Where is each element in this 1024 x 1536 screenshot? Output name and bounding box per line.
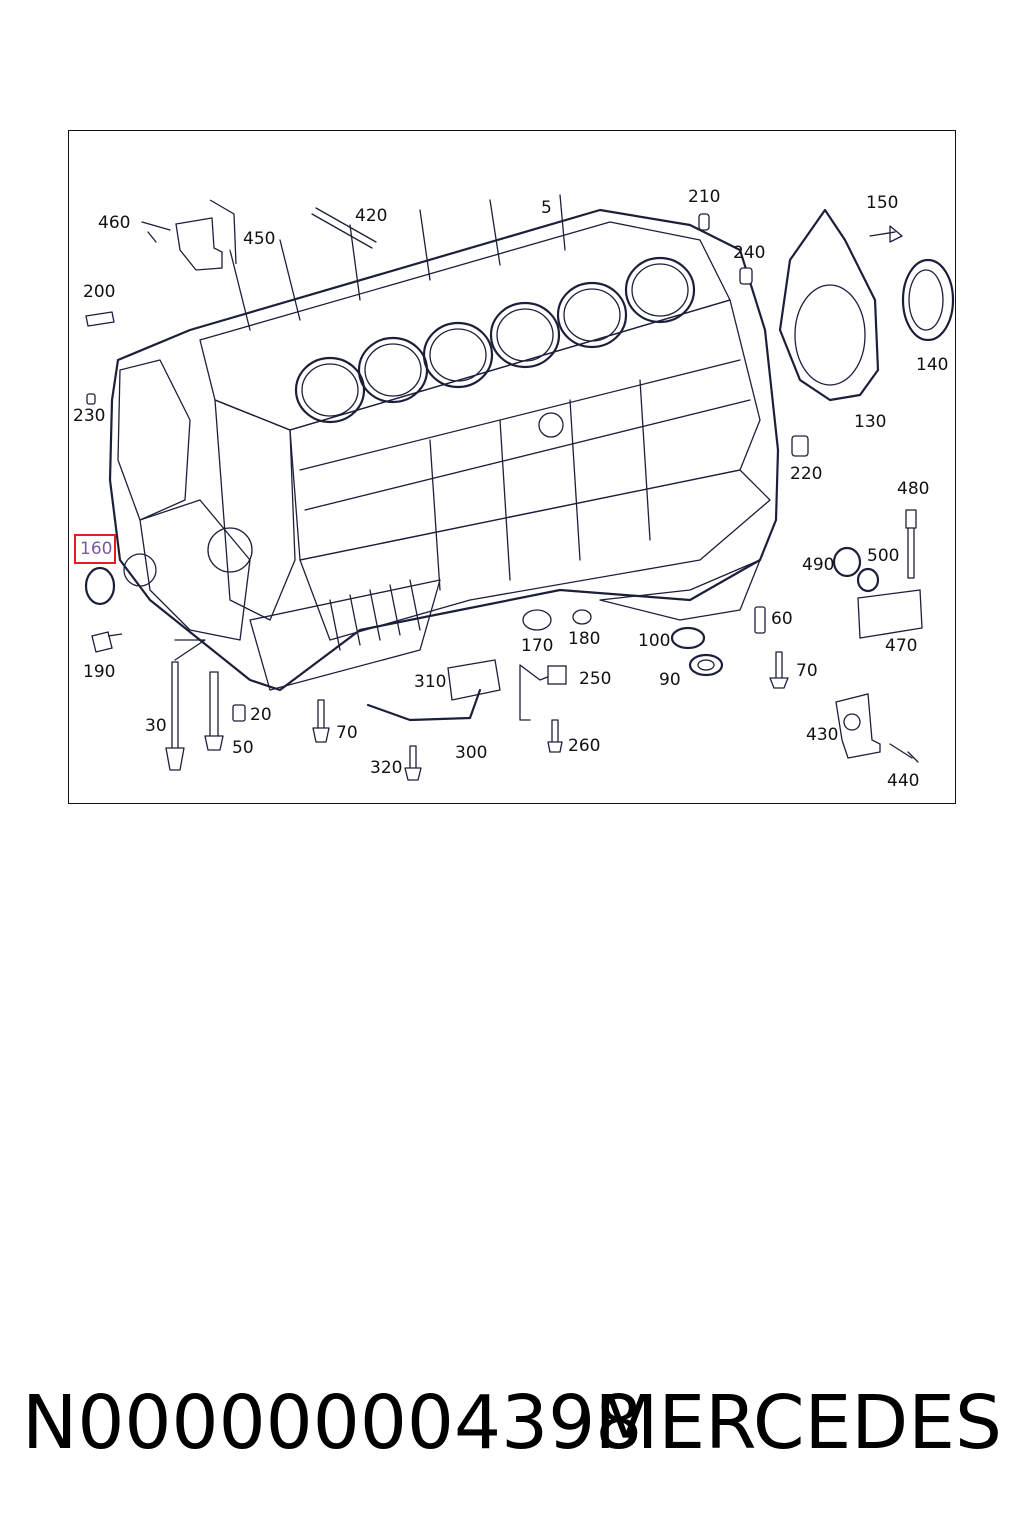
sleeve-20 xyxy=(232,704,246,722)
seal-90 xyxy=(688,653,724,677)
label-100: 100 xyxy=(638,631,671,651)
label-230: 230 xyxy=(73,406,106,426)
bolt-70-left xyxy=(312,699,330,743)
engine-block xyxy=(108,194,780,692)
label-420: 420 xyxy=(355,206,388,226)
label-250: 250 xyxy=(579,669,612,689)
stud-30 xyxy=(165,639,206,771)
label-440: 440 xyxy=(887,771,920,791)
label-20: 20 xyxy=(250,705,272,725)
label-490: 490 xyxy=(802,555,835,575)
label-70-right: 70 xyxy=(796,661,818,681)
label-460: 460 xyxy=(98,213,131,233)
label-170: 170 xyxy=(521,636,554,656)
plug-170 xyxy=(522,609,552,631)
bracket-430 xyxy=(835,693,881,759)
label-5: 5 xyxy=(541,198,552,218)
screw-190 xyxy=(91,631,123,653)
sleeve-60 xyxy=(754,606,766,634)
bolt-440 xyxy=(889,743,919,763)
label-200: 200 xyxy=(83,282,116,302)
rear-cover-plate xyxy=(778,208,880,402)
bracket-450 xyxy=(175,199,237,271)
cylinder-bores xyxy=(294,256,696,424)
label-90: 90 xyxy=(659,670,681,690)
dowel-240 xyxy=(739,267,753,285)
label-320: 320 xyxy=(370,758,403,778)
label-30: 30 xyxy=(145,716,167,736)
plug-490 xyxy=(832,546,862,578)
diagram-frame xyxy=(68,130,956,804)
stud-420 xyxy=(311,207,377,249)
label-310: 310 xyxy=(414,672,447,692)
label-430: 430 xyxy=(806,725,839,745)
bolt-150 xyxy=(869,225,903,243)
label-70-left: 70 xyxy=(336,723,358,743)
seal-100 xyxy=(670,626,706,650)
bolt-460 xyxy=(141,221,171,243)
label-260: 260 xyxy=(568,736,601,756)
pipe-250 xyxy=(519,664,567,721)
part-number: N000000004398 xyxy=(22,1380,643,1466)
label-450: 450 xyxy=(243,229,276,249)
sleeve-160 xyxy=(84,566,116,606)
block-470 xyxy=(857,589,923,639)
label-210: 210 xyxy=(688,187,721,207)
label-150: 150 xyxy=(866,193,899,213)
sleeve-220 xyxy=(791,435,809,457)
bolt-70-right xyxy=(769,651,789,689)
label-50: 50 xyxy=(232,738,254,758)
bolt-50 xyxy=(204,671,224,751)
label-500: 500 xyxy=(867,546,900,566)
bolt-260 xyxy=(547,719,563,753)
brand-name: MERCEDES xyxy=(594,1380,1002,1466)
label-60: 60 xyxy=(771,609,793,629)
ring-500 xyxy=(856,567,880,593)
label-130: 130 xyxy=(854,412,887,432)
label-190: 190 xyxy=(83,662,116,682)
bolt-480 xyxy=(905,509,917,579)
label-160-highlighted[interactable]: 160 xyxy=(73,534,117,564)
flange-310 xyxy=(447,659,501,701)
label-300: 300 xyxy=(455,743,488,763)
dowel-230 xyxy=(86,393,96,405)
plug-180 xyxy=(572,609,592,625)
label-470: 470 xyxy=(885,636,918,656)
seal-ring xyxy=(901,258,955,342)
label-220: 220 xyxy=(790,464,823,484)
bolt-200 xyxy=(85,311,115,327)
pipe-300 xyxy=(366,688,482,722)
label-180: 180 xyxy=(568,629,601,649)
label-480: 480 xyxy=(897,479,930,499)
dowel-210 xyxy=(698,213,710,231)
bolt-320 xyxy=(404,745,422,781)
label-240: 240 xyxy=(733,243,766,263)
footer: N000000004398 MERCEDES xyxy=(0,1378,1024,1468)
label-140: 140 xyxy=(916,355,949,375)
